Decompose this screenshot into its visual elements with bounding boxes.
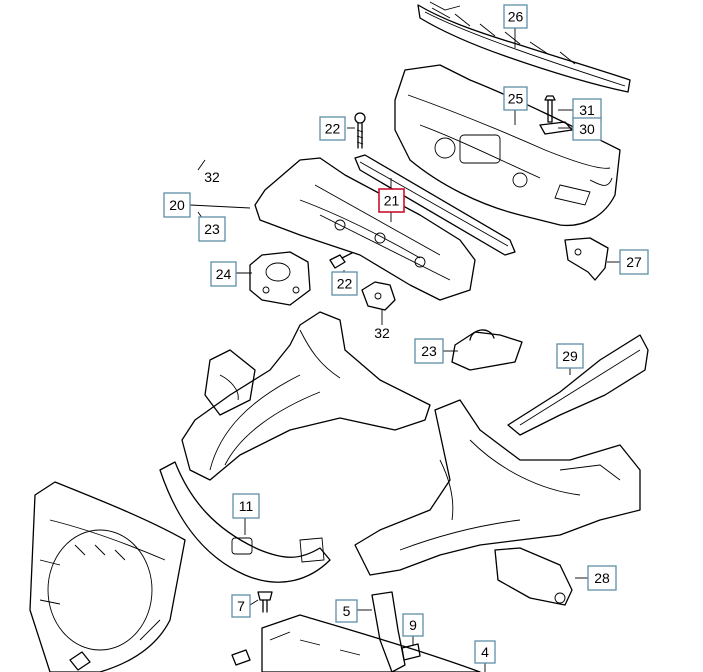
callout-23-upper-text: 23	[204, 221, 220, 237]
callout-25-text: 25	[508, 91, 524, 107]
callout-30-text: 30	[579, 121, 595, 137]
callout-4-text: 4	[481, 644, 489, 660]
callout-21-text: 21	[384, 193, 400, 209]
callout-24-text: 24	[216, 266, 232, 282]
left-front-rail	[181, 311, 431, 481]
callout-26-text: 26	[508, 9, 524, 25]
callout-28[interactable]: 28	[587, 565, 617, 591]
callout-31[interactable]: 31	[572, 98, 602, 122]
leader-lines	[189, 28, 620, 672]
mount-part-23	[451, 329, 523, 371]
bolt-part-22-upper	[354, 112, 366, 149]
bolt-part-22-lower	[329, 252, 353, 269]
callout-27-text: 27	[626, 254, 642, 270]
callout-7[interactable]: 7	[231, 594, 251, 618]
callout-5[interactable]: 5	[335, 599, 358, 623]
clip-part	[69, 651, 91, 671]
rail-part-29	[507, 334, 649, 436]
callout-9[interactable]: 9	[402, 613, 424, 637]
bracket-part-28	[494, 547, 573, 606]
stud-bracket-parts-30-31	[539, 95, 573, 135]
callout-9-text: 9	[409, 617, 417, 633]
radiator-support	[29, 481, 186, 672]
callout-22-upper-text: 22	[325, 121, 341, 137]
callout-21[interactable]: 21	[378, 188, 405, 213]
right-front-rail	[354, 399, 641, 576]
callout-26[interactable]: 26	[503, 4, 528, 29]
callout-20[interactable]: 20	[163, 192, 191, 218]
cowl-panel-part-26	[417, 1, 631, 93]
bracket-part-32	[361, 281, 396, 311]
callout-27[interactable]: 27	[619, 249, 649, 275]
callout-22-lower[interactable]: 22	[331, 271, 358, 296]
callout-29[interactable]: 29	[556, 343, 584, 369]
callout-28-text: 28	[594, 570, 610, 586]
panel-part-4	[261, 614, 481, 672]
bracket-part-27	[564, 237, 609, 281]
strut-mount-part-24	[249, 251, 311, 306]
ref-32-lower[interactable]: 32	[374, 325, 390, 341]
callout-23-upper[interactable]: 23	[198, 216, 226, 242]
bracket-part-5	[371, 591, 406, 672]
callout-22-lower-text: 22	[337, 276, 353, 292]
crossmember-part-11	[159, 461, 331, 583]
callout-4[interactable]: 4	[474, 640, 496, 664]
callout-5-text: 5	[343, 603, 351, 619]
bolt-part-7	[231, 591, 273, 666]
callout-23-lower[interactable]: 23	[414, 338, 444, 364]
callout-11[interactable]: 11	[232, 493, 260, 519]
callout-7-text: 7	[237, 598, 245, 614]
ref-32-upper[interactable]: 32	[204, 169, 220, 185]
callout-25[interactable]: 25	[503, 86, 528, 111]
callout-24[interactable]: 24	[210, 261, 237, 287]
callout-30[interactable]: 30	[572, 117, 602, 141]
plenum-panel-part-21	[254, 154, 516, 301]
callout-11-text: 11	[239, 498, 254, 514]
callout-20-text: 20	[169, 197, 185, 213]
callout-29-text: 29	[562, 348, 578, 364]
callout-22-upper[interactable]: 22	[319, 116, 346, 141]
callout-23-lower-text: 23	[421, 343, 437, 359]
callout-31-text: 31	[579, 102, 595, 118]
